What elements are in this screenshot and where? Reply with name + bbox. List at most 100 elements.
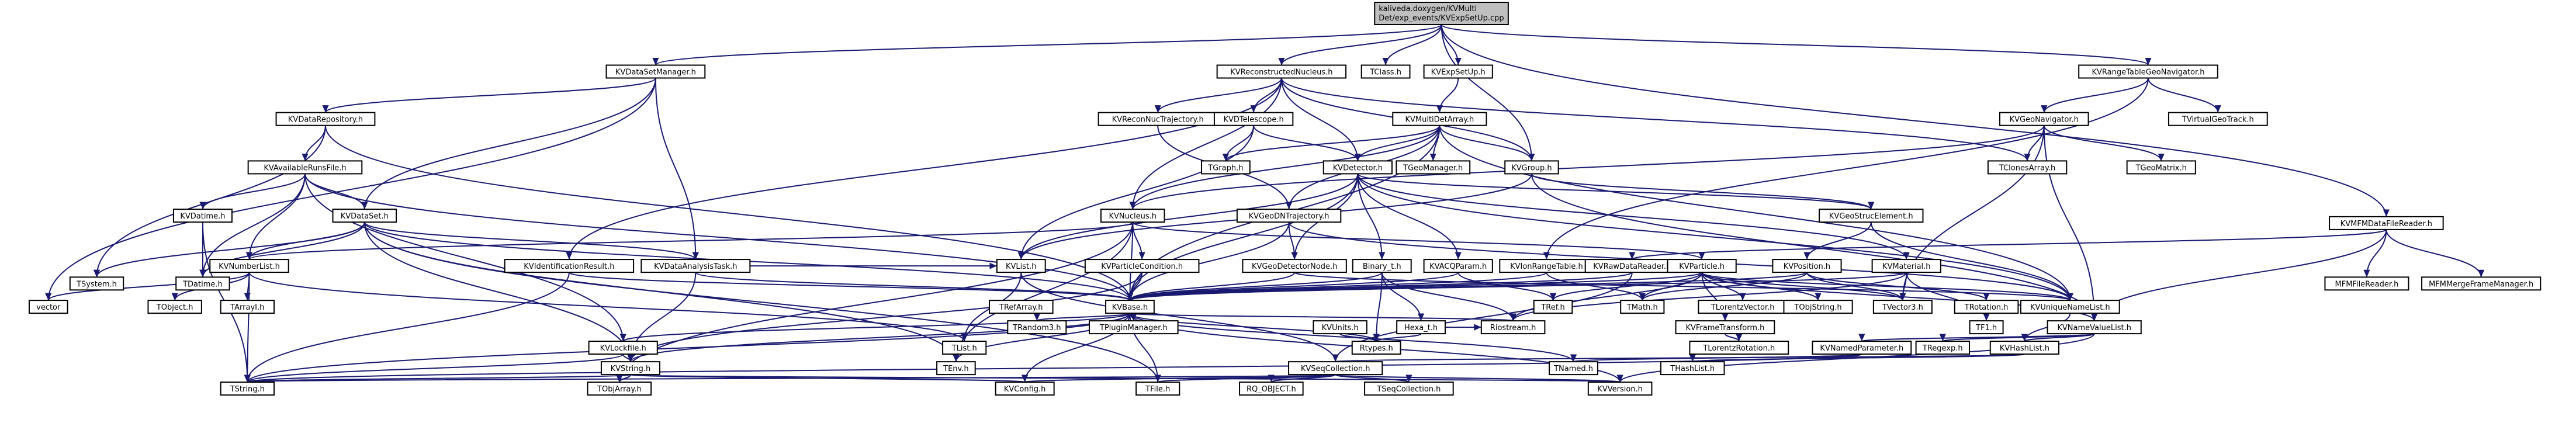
node-kvstring[interactable]: KVString.h — [600, 361, 660, 376]
include-edge — [2091, 229, 2387, 321]
node-kvgroup[interactable]: KVGroup.h — [1504, 160, 1559, 175]
node-tfile[interactable]: TFile.h — [1135, 382, 1180, 396]
node-tobjstring[interactable]: TObjString.h — [1783, 300, 1853, 314]
node-kvseqcollection[interactable]: KVSeqCollection.h — [1288, 361, 1383, 376]
node-kvionrangetable[interactable]: KVIonRangeTable.h — [1499, 259, 1594, 273]
node-kvunits[interactable]: KVUnits.h — [1313, 320, 1367, 335]
node-kvlockfile[interactable]: KVLockfile.h — [588, 341, 658, 355]
node-kvrangetablegeonavigator[interactable]: KVRangeTableGeoNavigator.h — [2078, 64, 2218, 79]
node-kvdetector[interactable]: KVDetector.h — [1322, 160, 1393, 175]
node-kvmaterial[interactable]: KVMaterial.h — [1871, 259, 1941, 273]
node-tvector3[interactable]: TVector3.h — [1872, 300, 1933, 314]
node-kvuniquenamelist[interactable]: KVUniqueNameList.h — [2020, 300, 2120, 314]
node-tseqcollection[interactable]: TSeqCollection.h — [1364, 382, 1454, 396]
node-mfmmergeframemanager[interactable]: MFMMergeFrameManager.h — [2421, 276, 2542, 291]
node-tgeomanager[interactable]: TGeoManager.h — [1396, 160, 1471, 175]
node-label-kvgeostrucelement: KVGeoStrucElement.h — [1829, 212, 1913, 221]
node-kvbase[interactable]: KVBase.h — [1105, 300, 1155, 314]
node-kvnucleus[interactable]: KVNucleus.h — [1100, 209, 1165, 223]
node-tobject[interactable]: TObject.h — [147, 300, 202, 314]
node-kvgeodntrajectory[interactable]: KVGeoDNTrajectory.h — [1236, 209, 1342, 223]
node-binary-t[interactable]: Binary_t.h — [1352, 259, 1412, 273]
node-kvreconnuctrajectory[interactable]: KVReconNucTrajectory.h — [1097, 112, 1218, 126]
node-kvhashlist[interactable]: KVHashList.h — [1989, 341, 2059, 355]
node-kvreconstructednucleus[interactable]: KVReconstructedNucleus.h — [1216, 64, 1347, 79]
node-label-kvdetector: KVDetector.h — [1333, 164, 1383, 172]
node-tlorentzrotation[interactable]: TLorentzRotation.h — [1689, 341, 1789, 355]
node-label-tenv: TEnv.h — [943, 365, 968, 373]
node-tsystem[interactable]: TSystem.h — [69, 276, 124, 291]
node-kvposition[interactable]: KVPosition.h — [1772, 259, 1842, 273]
node-kvgeodetectornode[interactable]: KVGeoDetectorNode.h — [1242, 259, 1347, 273]
node-label-tdatime: TDatime.h — [182, 280, 223, 289]
node-kvnumberlist[interactable]: KVNumberList.h — [209, 259, 289, 273]
node-tf1[interactable]: TF1.h — [1969, 320, 2004, 335]
node-tenv[interactable]: TEnv.h — [936, 361, 976, 376]
node-tdatime[interactable]: TDatime.h — [175, 276, 230, 291]
node-kvidentificationresult[interactable]: KVIdentificationResult.h — [504, 259, 635, 273]
node-tref[interactable]: TRef.h — [1533, 300, 1573, 314]
node-kvrawdatareader[interactable]: KVRawDataReader.h — [1584, 259, 1680, 273]
node-kvframetransform[interactable]: KVFrameTransform.h — [1675, 320, 1775, 335]
node-tclonesarray[interactable]: TClonesArray.h — [1987, 160, 2068, 175]
node-vector[interactable]: vector — [28, 300, 68, 314]
node-kvnamevaluelist[interactable]: KVNameValueList.h — [2047, 320, 2142, 335]
node-tobjarray[interactable]: TObjArray.h — [587, 382, 652, 396]
node-label-kvnamedparameter: KVNamedParameter.h — [1820, 344, 1903, 353]
node-tgeomatrix[interactable]: TGeoMatrix.h — [2126, 160, 2196, 175]
node-kvdataanalysistask[interactable]: KVDataAnalysisTask.h — [640, 259, 751, 273]
node-tlorentzvector[interactable]: TLorentzVector.h — [1698, 300, 1788, 314]
node-tlist[interactable]: TList.h — [942, 341, 987, 355]
node-label-mfmfilereader: MFMFileReader.h — [2335, 280, 2399, 289]
include-edge — [1806, 272, 1906, 301]
node-kvgeonavigator[interactable]: KVGeoNavigator.h — [1999, 112, 2089, 126]
node-rq-object[interactable]: RQ_OBJECT.h — [1239, 382, 1304, 396]
node-riostream[interactable]: Riostream.h — [1480, 320, 1546, 335]
include-edge — [1127, 272, 1459, 301]
node-kvconfig[interactable]: KVConfig.h — [995, 382, 1055, 396]
node-kvdatarepository[interactable]: KVDataRepository.h — [275, 112, 376, 126]
node-kvversion[interactable]: KVVersion.h — [1587, 382, 1653, 396]
node-kvdtelescope[interactable]: KVDTelescope.h — [1213, 112, 1294, 126]
node-tpluginmanager[interactable]: TPluginManager.h — [1089, 320, 1179, 335]
node-label-kvbase: KVBase.h — [1112, 303, 1148, 312]
node-kvparticlecondition[interactable]: KVParticleCondition.h — [1084, 259, 1200, 273]
node-thashlist[interactable]: THashList.h — [1660, 361, 1725, 376]
node-kvdataset[interactable]: KVDataSet.h — [332, 209, 397, 223]
node-kvavailablerunsfile[interactable]: KVAvailableRunsFile.h — [247, 160, 363, 175]
include-edge — [244, 272, 570, 383]
include-edge — [1020, 272, 1339, 362]
node-kvacqparam[interactable]: KVACQParam.h — [1423, 259, 1493, 273]
node-tclass[interactable]: TClass.h — [1360, 64, 1411, 79]
node-kvdatasetmanager[interactable]: KVDataSetManager.h — [605, 64, 706, 79]
node-mfmfilereader[interactable]: MFMFileReader.h — [2324, 276, 2409, 291]
node-tstring[interactable]: TString.h — [220, 382, 275, 396]
node-rtypes[interactable]: Rtypes.h — [1351, 341, 1401, 355]
node-trotation[interactable]: TRotation.h — [1954, 300, 2019, 314]
node-tnamed[interactable]: TNamed.h — [1549, 361, 1598, 376]
node-label-kvparticlecondition: KVParticleCondition.h — [1101, 262, 1183, 271]
node-trandom3[interactable]: TRandom3.h — [1007, 320, 1067, 335]
node-tarrayi[interactable]: TArrayI.h — [220, 300, 275, 314]
node-kvmultidetarray[interactable]: KVMultiDetArray.h — [1392, 112, 1487, 126]
node-kvdatime[interactable]: KVDatime.h — [172, 209, 233, 223]
include-edge — [1034, 313, 1131, 322]
node-tvirtualgeotrack[interactable]: TVirtualGeoTrack.h — [2168, 112, 2268, 126]
include-edge — [1701, 272, 2073, 301]
node-label-kvnumberlist: KVNumberList.h — [219, 262, 280, 271]
node-kvgeostrucelement[interactable]: KVGeoStrucElement.h — [1819, 209, 1924, 223]
include-edge — [2041, 78, 2149, 113]
node-tmath[interactable]: TMath.h — [1620, 300, 1665, 314]
include-edge — [1127, 272, 1907, 301]
node-tgraph[interactable]: TGraph.h — [1200, 160, 1251, 175]
node-tregexp[interactable]: TRegexp.h — [1915, 341, 1971, 355]
node-kvparticle[interactable]: KVParticle.h — [1667, 259, 1737, 273]
node-trefarray[interactable]: TRefArray.h — [988, 300, 1054, 314]
node-kvmfmdatafilereader[interactable]: KVMFMDataFileReader.h — [2329, 216, 2444, 230]
node-hexa-t[interactable]: Hexa_t.h — [1396, 320, 1446, 335]
node-kvlist[interactable]: KVList.h — [996, 259, 1046, 273]
node-kvnamedparameter[interactable]: KVNamedParameter.h — [1812, 341, 1912, 355]
node-kvexpsetup[interactable]: KVExpSetUp.h — [1423, 64, 1493, 79]
include-edge — [1441, 24, 2152, 66]
